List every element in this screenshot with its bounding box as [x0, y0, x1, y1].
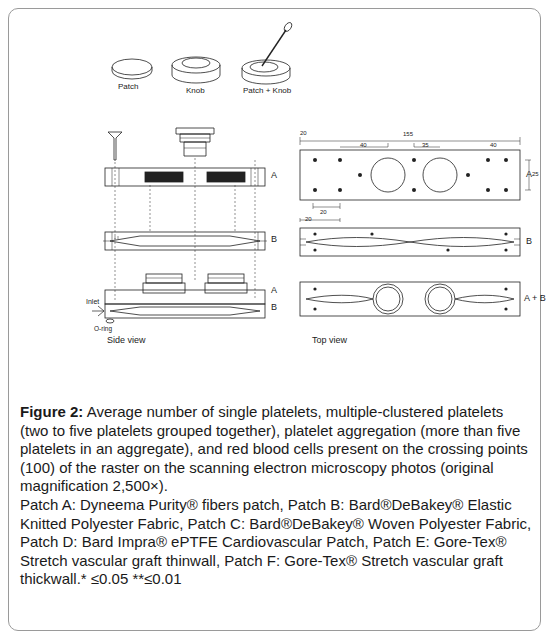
alignment-lines: [115, 158, 255, 300]
knob-icon: [172, 57, 220, 83]
plate-a-side: [105, 168, 265, 186]
part-name: O-ring: [94, 325, 112, 332]
plate-label: B: [271, 235, 277, 245]
plate-label: A: [271, 171, 277, 181]
dimension: 20: [300, 130, 307, 137]
dimension: 20: [320, 209, 327, 216]
dimension: 35: [422, 142, 429, 149]
patch-icon: [112, 59, 152, 79]
part-name: Patch + Knob: [243, 87, 291, 96]
dimension: 40: [360, 142, 367, 149]
dimension: 40: [490, 142, 497, 149]
dimension: 20: [305, 216, 312, 223]
plate-ab-side: [92, 274, 265, 323]
knob-side: [176, 128, 214, 156]
plate-a-top: [300, 137, 531, 209]
view-title: Top view: [312, 336, 347, 346]
plate-label: B: [526, 237, 532, 247]
part-name: Patch: [118, 83, 138, 92]
plate-label: A: [526, 170, 532, 180]
dimension: 25: [532, 171, 539, 178]
plate-label: B: [271, 303, 277, 313]
part-name: Inlet: [86, 298, 99, 306]
figure-caption: Figure 2: Average number of single plate…: [20, 403, 532, 589]
dimension: 155: [403, 131, 413, 138]
patch-knob-icon: [242, 21, 293, 84]
plate-label: A + B: [524, 294, 546, 304]
plate-b-side: [103, 232, 267, 250]
view-title: Side view: [107, 336, 146, 346]
plate-b-top: [300, 218, 520, 256]
screw-symbol: [108, 132, 122, 160]
part-name: Knob: [186, 87, 205, 96]
plate-label: A: [271, 286, 277, 296]
plate-ab-top: [300, 282, 520, 316]
